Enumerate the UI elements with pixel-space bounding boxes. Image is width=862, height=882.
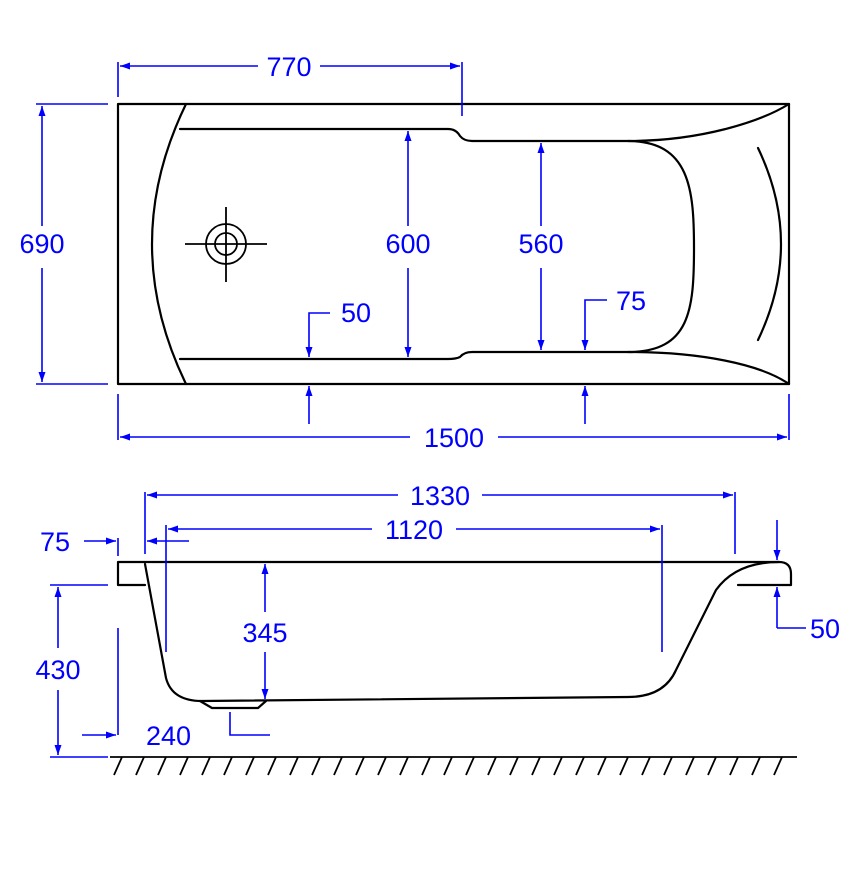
- floor-hatch-tick: [597, 756, 607, 776]
- floor-hatch-tick: [311, 756, 321, 776]
- dim-label-75-top: 75: [616, 286, 646, 316]
- floor-hatch-tick: [113, 756, 123, 776]
- floor-hatch-tick: [421, 756, 431, 776]
- floor-hatch-tick: [751, 756, 761, 776]
- floor-hatch-tick: [135, 756, 145, 776]
- floor-hatch-tick: [619, 756, 629, 776]
- floor-hatch-tick: [663, 756, 673, 776]
- floor-hatch-icon: [110, 756, 797, 776]
- top-view-headrest-curve: [756, 146, 782, 342]
- floor-hatch-tick: [333, 756, 343, 776]
- floor-hatch-tick: [773, 756, 783, 776]
- top-view: [116, 102, 791, 386]
- side-view-rim: [116, 560, 793, 587]
- floor-hatch-tick: [179, 756, 189, 776]
- dim-label-50-top: 50: [341, 298, 371, 328]
- floor-hatch-tick: [531, 756, 541, 776]
- floor-hatch-tick: [355, 756, 365, 776]
- floor-hatch-tick: [729, 756, 739, 776]
- floor-hatch-tick: [443, 756, 453, 776]
- dim-label-430: 430: [35, 655, 80, 685]
- floor-hatch-tick: [157, 756, 167, 776]
- dim-label-240: 240: [146, 721, 191, 751]
- dimension-lines: [36, 62, 806, 758]
- dim-label-1500: 1500: [424, 423, 484, 453]
- floor-hatch-tick: [245, 756, 255, 776]
- side-view-foot: [198, 699, 268, 710]
- floor-hatch-tick: [575, 756, 585, 776]
- dim-label-1120: 1120: [385, 515, 443, 545]
- floor-hatch-tick: [487, 756, 497, 776]
- side-view-tub-body: [143, 560, 781, 703]
- floor-hatch-tick: [509, 756, 519, 776]
- dim-label-560: 560: [518, 229, 563, 259]
- floor-hatch-tick: [267, 756, 277, 776]
- floor-hatch-tick: [201, 756, 211, 776]
- top-view-outer-rim: [116, 102, 791, 386]
- floor-hatch-tick: [685, 756, 695, 776]
- floor-hatch-tick: [465, 756, 475, 776]
- floor-hatch-tick: [289, 756, 299, 776]
- floor-hatch-tick: [641, 756, 651, 776]
- dim-label-50-side: 50: [810, 614, 840, 644]
- waste-outlet-icon: [185, 207, 267, 282]
- top-view-right-wing-top: [626, 102, 791, 143]
- floor-hatch-tick: [223, 756, 233, 776]
- top-view-left-end-curve: [150, 102, 188, 386]
- dimension-labels: 770 690 600 560 50 75 1500 1330 1120 75 …: [19, 52, 840, 751]
- top-view-basin-outline: [178, 127, 696, 361]
- floor-hatch-tick: [377, 756, 387, 776]
- floor-hatch-tick: [707, 756, 717, 776]
- dim-label-345: 345: [242, 618, 287, 648]
- dim-label-770: 770: [266, 52, 311, 82]
- dim-label-75-side: 75: [40, 527, 70, 557]
- floor-hatch-tick: [399, 756, 409, 776]
- side-view: [110, 560, 797, 776]
- dim-label-690: 690: [19, 229, 64, 259]
- floor-hatch-tick: [553, 756, 563, 776]
- dim-label-1330: 1330: [410, 481, 470, 511]
- dim-label-600: 600: [385, 229, 430, 259]
- top-view-right-wing-bottom: [626, 350, 791, 386]
